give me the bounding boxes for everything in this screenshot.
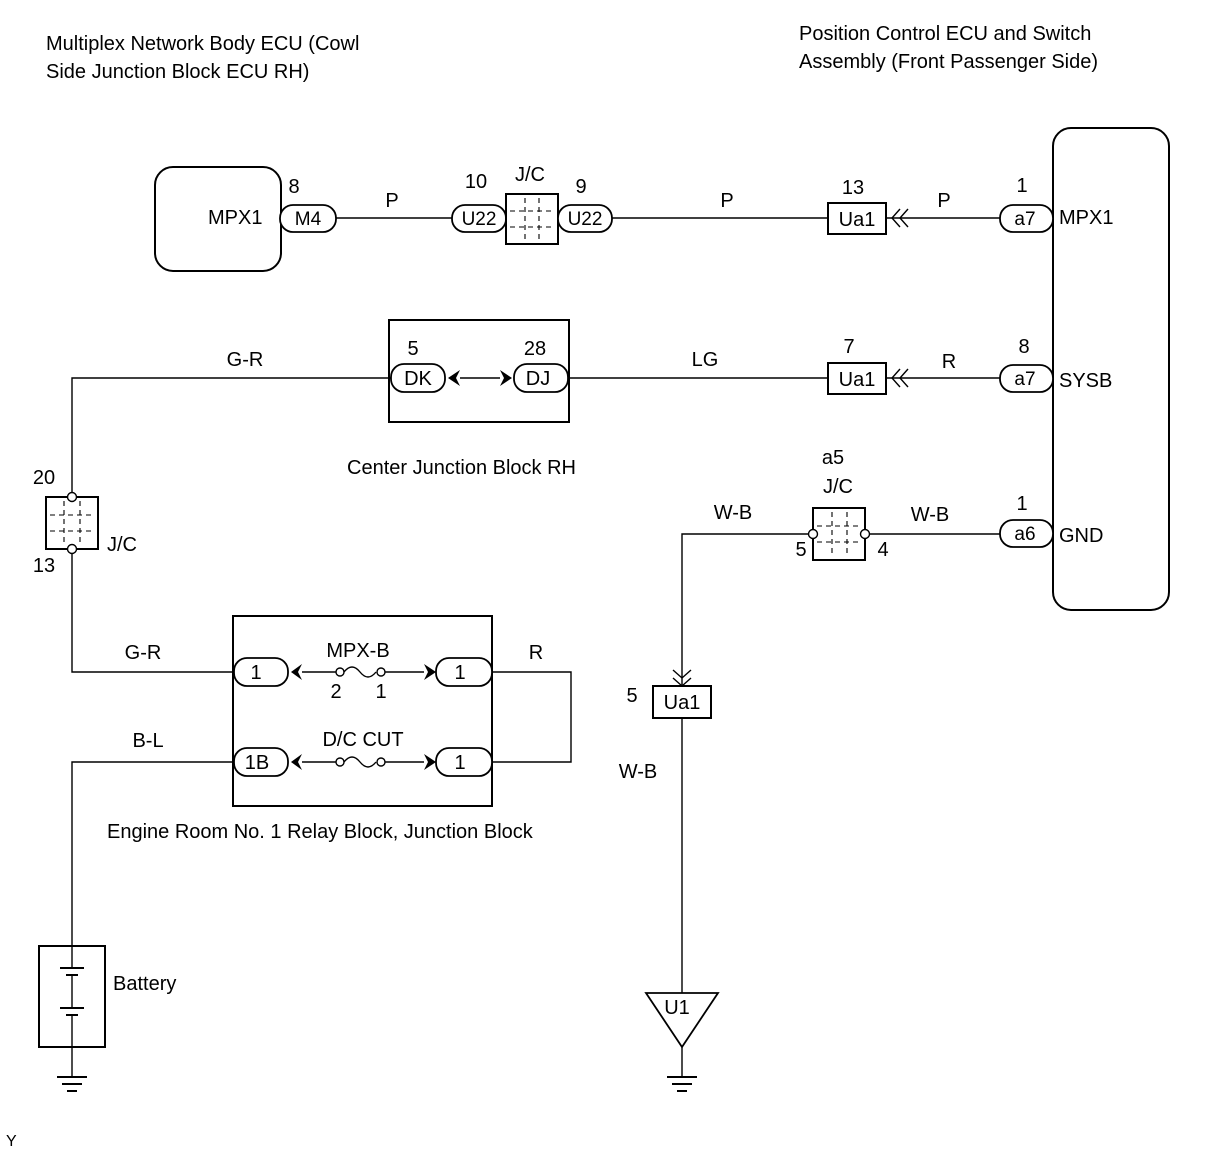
body-ecu-title-line1: Multiplex Network Body ECU (Cowl bbox=[46, 33, 359, 55]
pin-a7-top: 1 bbox=[1016, 175, 1027, 197]
ground-point-u1-label: U1 bbox=[664, 997, 690, 1019]
plug-icon-top bbox=[891, 208, 909, 228]
connector-a7-top bbox=[999, 204, 1054, 233]
junction-a5-name: a5 bbox=[822, 447, 844, 469]
connector-a7-mid-label: a7 bbox=[1014, 369, 1035, 390]
pin-fuse-mpxb-left: 2 bbox=[330, 681, 341, 703]
center-junction-block-label: Center Junction Block RH bbox=[347, 457, 576, 479]
body-ecu-title-line2: Side Junction Block ECU RH) bbox=[46, 61, 309, 83]
connector-a6-label: a6 bbox=[1014, 524, 1035, 545]
connector-a7-mid bbox=[999, 364, 1054, 393]
pin-u22-left: 10 bbox=[465, 171, 487, 193]
wire-r-loop bbox=[492, 671, 572, 763]
wire-bl bbox=[71, 761, 234, 946]
wire-color-r-mid: R bbox=[942, 351, 956, 373]
connector-dj-label: DJ bbox=[526, 368, 550, 390]
pin-dk: 5 bbox=[407, 338, 418, 360]
pin-jc-a5-right: 4 bbox=[877, 539, 888, 561]
fuse-dc-cut-icon bbox=[343, 756, 377, 768]
junction-a5-box bbox=[812, 507, 866, 561]
connector-er-1-left bbox=[233, 657, 289, 687]
ground-icon-left bbox=[57, 1076, 87, 1092]
body-ecu-mpx1-terminal: MPX1 bbox=[208, 207, 262, 229]
connector-m4-label: M4 bbox=[295, 209, 322, 230]
fuse-mpx-b-icon bbox=[343, 666, 377, 678]
connector-u22-right bbox=[557, 204, 613, 233]
pin-dj: 28 bbox=[524, 338, 546, 360]
connector-a7-top-label: a7 bbox=[1014, 209, 1035, 230]
connector-er-1b-label: 1B bbox=[245, 752, 269, 774]
connector-u22-left-label: U22 bbox=[462, 209, 497, 230]
pin-ua1-low: 5 bbox=[626, 685, 637, 707]
connector-m4 bbox=[279, 204, 337, 233]
pin-a6: 1 bbox=[1016, 493, 1027, 515]
connector-er-1-right-bot-label: 1 bbox=[454, 752, 465, 774]
ground-icon-right bbox=[667, 1076, 697, 1092]
connector-ua1-low-label: Ua1 bbox=[664, 692, 701, 714]
wire-color-r-loop: R bbox=[529, 642, 543, 664]
connector-ua1-low bbox=[652, 685, 712, 719]
ground-point-u1 bbox=[644, 992, 720, 1049]
wire-color-p3: P bbox=[937, 190, 950, 212]
pin-ua1-mid: 7 bbox=[843, 336, 854, 358]
pin-fuse-mpxb-right: 1 bbox=[375, 681, 386, 703]
fuse-mpx-b-label: MPX-B bbox=[326, 640, 389, 662]
engine-room-block-label: Engine Room No. 1 Relay Block, Junction … bbox=[107, 821, 534, 843]
wire-gr-top bbox=[71, 377, 391, 496]
pin-m4: 8 bbox=[288, 176, 299, 198]
wire-color-bl: B-L bbox=[132, 730, 163, 752]
wire-gr-bot bbox=[71, 553, 234, 673]
plug-icon-dk bbox=[448, 370, 460, 386]
corner-mark: Y bbox=[6, 1133, 17, 1150]
wire-color-wb-down: W-B bbox=[619, 761, 658, 783]
battery-icon bbox=[60, 946, 84, 1047]
wire-color-p1: P bbox=[385, 190, 398, 212]
connector-ua1-top-label: Ua1 bbox=[839, 209, 876, 231]
connector-er-1-right-top-label: 1 bbox=[454, 662, 465, 684]
position-ecu-sysb-terminal: SYSB bbox=[1059, 370, 1112, 392]
connector-ua1-mid bbox=[827, 362, 887, 395]
wire-color-wb-left: W-B bbox=[714, 502, 753, 524]
position-ecu-mpx1-terminal: MPX1 bbox=[1059, 207, 1113, 229]
connector-u22-right-label: U22 bbox=[568, 209, 603, 230]
junction-top-label: J/C bbox=[515, 164, 545, 186]
junction-a5-label: J/C bbox=[823, 476, 853, 498]
pin-jc-left-top: 20 bbox=[33, 467, 55, 489]
position-ecu-title-line2: Assembly (Front Passenger Side) bbox=[799, 51, 1098, 73]
connector-ua1-top bbox=[827, 202, 887, 235]
connector-ua1-mid-label: Ua1 bbox=[839, 369, 876, 391]
wire-color-wb-right: W-B bbox=[911, 504, 950, 526]
junction-left-box bbox=[45, 496, 99, 550]
position-ecu-gnd-terminal: GND bbox=[1059, 525, 1103, 547]
position-ecu-box bbox=[1052, 127, 1170, 611]
wire-color-gr-bot: G-R bbox=[125, 642, 162, 664]
pin-u22-right: 9 bbox=[575, 176, 586, 198]
connector-dk-label: DK bbox=[404, 368, 432, 390]
fuse-dc-cut-label: D/C CUT bbox=[322, 729, 403, 751]
junction-left-label: J/C bbox=[107, 534, 137, 556]
pin-a7-mid: 8 bbox=[1018, 336, 1029, 358]
wire-color-gr-top: G-R bbox=[227, 349, 264, 371]
pin-jc-a5-left: 5 bbox=[795, 539, 806, 561]
wire-color-lg: LG bbox=[692, 349, 719, 371]
pin-ua1-top: 13 bbox=[842, 177, 864, 199]
pin-jc-left-bot: 13 bbox=[33, 555, 55, 577]
wire-color-p2: P bbox=[720, 190, 733, 212]
wire-wb-left bbox=[681, 533, 809, 686]
position-ecu-title-line1: Position Control ECU and Switch bbox=[799, 23, 1091, 45]
plug-icon-dj bbox=[500, 370, 512, 386]
junction-top-box bbox=[505, 193, 559, 245]
battery-label: Battery bbox=[113, 973, 176, 995]
connector-er-1-left-label: 1 bbox=[250, 662, 261, 684]
